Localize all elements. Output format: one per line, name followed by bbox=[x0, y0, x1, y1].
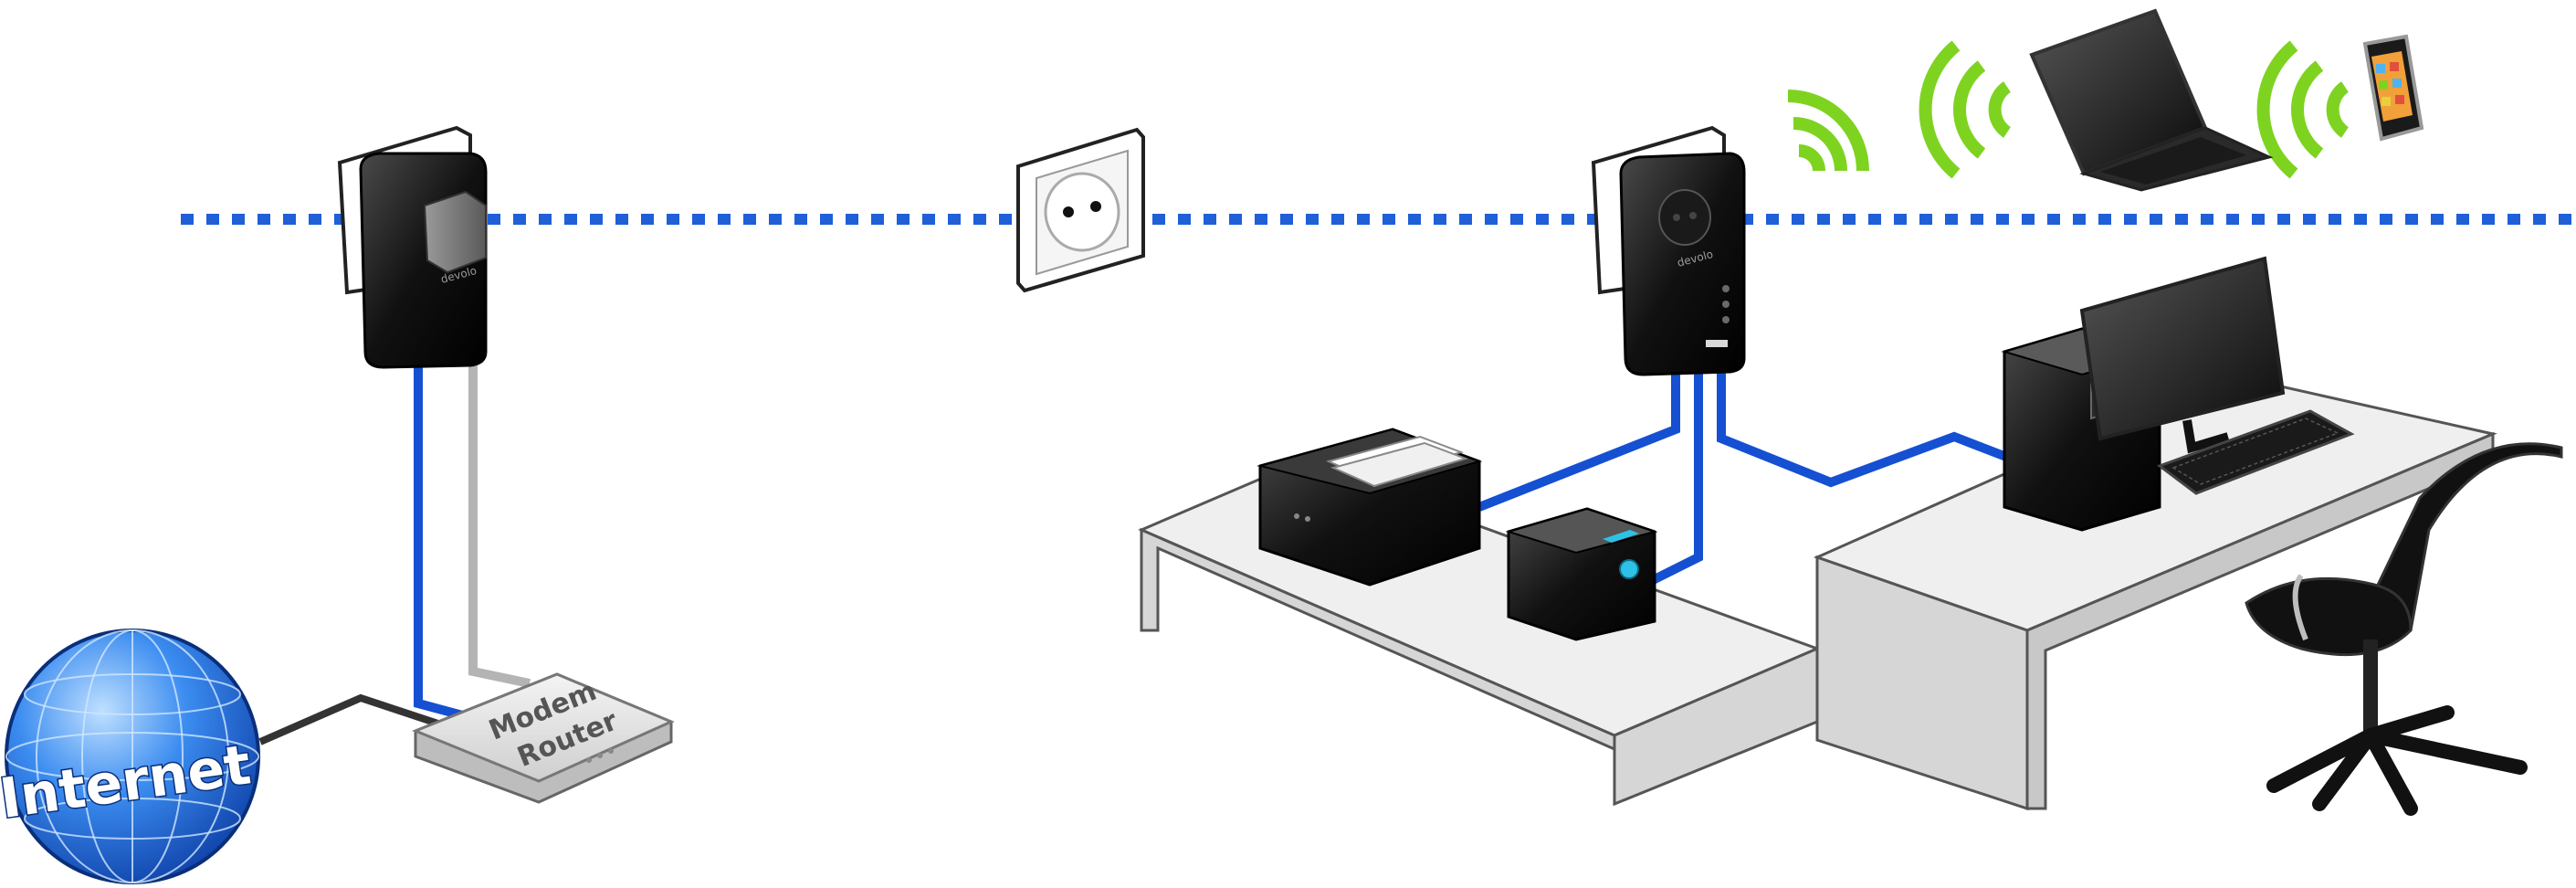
modem-router-icon bbox=[411, 672, 675, 804]
wall-socket-icon bbox=[1016, 127, 1145, 293]
powerline-wifi-adapter-icon: devolo bbox=[1591, 125, 1746, 376]
office-chair-icon bbox=[2245, 442, 2563, 816]
wifi-signal-icon-phone bbox=[2256, 40, 2350, 179]
ethernet-cable-grey-passthrough bbox=[468, 265, 531, 688]
wifi-signal-icon-laptop bbox=[1919, 40, 2012, 179]
ethernet-cable-adapter-to-pc bbox=[1717, 365, 2020, 488]
wifi-signal-icon bbox=[1787, 90, 1869, 172]
printer-icon bbox=[1256, 428, 1483, 587]
monitor-icon bbox=[2079, 256, 2286, 454]
ethernet-cable-adapter-to-nas bbox=[1650, 365, 1703, 585]
keyboard-icon bbox=[2156, 409, 2355, 495]
globe-icon bbox=[5, 629, 260, 884]
nas-storage-icon bbox=[1505, 507, 1658, 641]
smartphone-icon bbox=[2362, 34, 2424, 142]
powerline-adapter-icon: devolo bbox=[337, 125, 488, 369]
laptop-icon bbox=[2029, 8, 2274, 192]
ethernet-cable-adapter-to-printer bbox=[1477, 365, 1680, 512]
ethernet-cable-adapter-to-router bbox=[414, 361, 468, 721]
